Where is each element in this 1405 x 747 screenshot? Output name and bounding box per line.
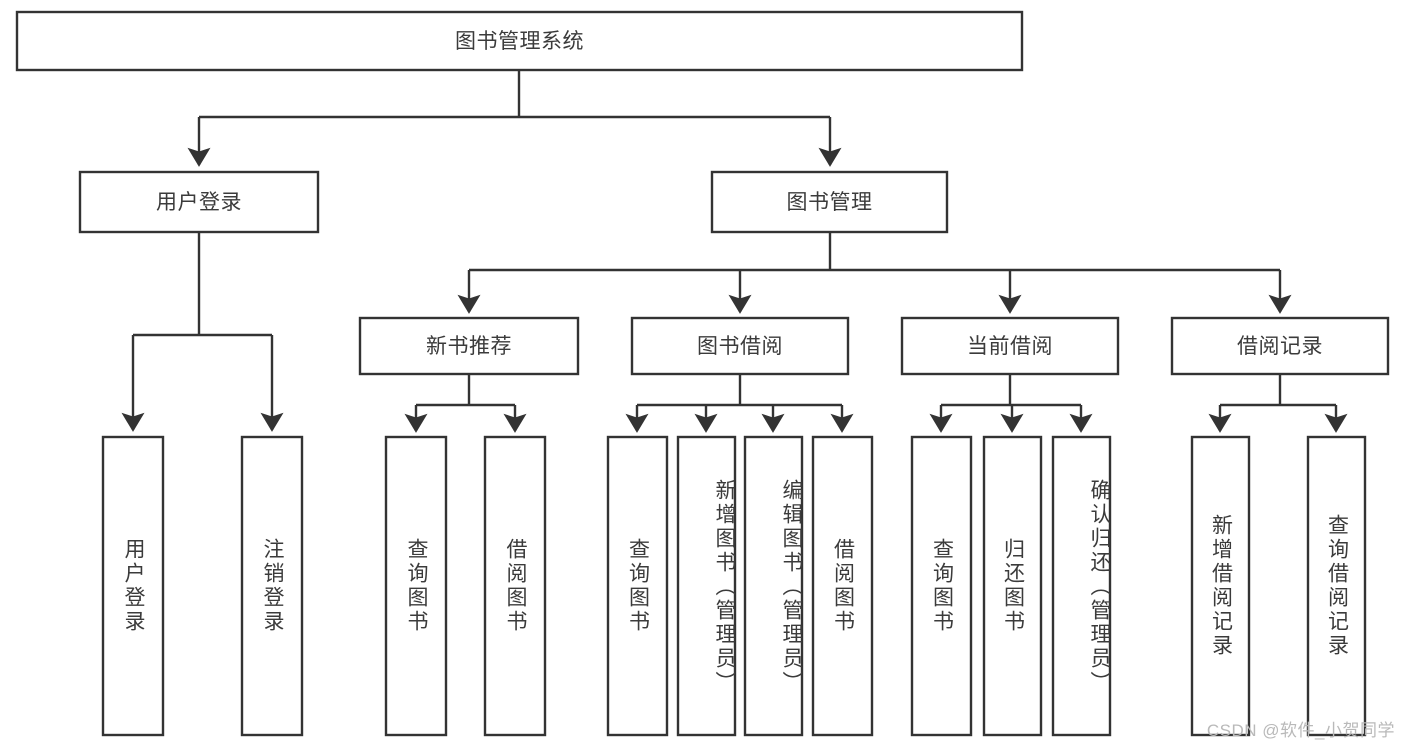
label-leaf-borrow-book-newbook: 借阅图书 (504, 538, 528, 634)
leaf-user-login[interactable] (101, 435, 165, 737)
label-leaf-confirm-return-admin: 确认归还（管理员） (1088, 479, 1110, 695)
leaf-query-book-newbook[interactable] (384, 435, 448, 737)
label-book-manage: 图书管理 (786, 190, 873, 214)
leaf-borrow-book-newbook[interactable] (483, 435, 547, 737)
label-leaf-query-borrow-record: 查询借阅记录 (1325, 514, 1349, 658)
leaf-borrow-book[interactable] (811, 435, 874, 737)
leaf-return-book[interactable] (982, 435, 1043, 737)
node-current-borrow[interactable] (900, 316, 1120, 376)
leaf-logout-login[interactable] (240, 435, 304, 737)
label-leaf-query-book-current: 查询图书 (930, 538, 954, 634)
label-leaf-return-book: 归还图书 (1001, 538, 1025, 634)
label-new-book-recommend: 新书推荐 (426, 334, 512, 358)
leaf-confirm-return-admin[interactable] (1051, 435, 1112, 737)
node-book-manage[interactable] (710, 170, 949, 234)
leaf-query-borrow-record[interactable] (1306, 435, 1367, 737)
node-book-borrow[interactable] (630, 316, 850, 376)
leaf-edit-book-admin[interactable] (743, 435, 804, 737)
label-borrow-record: 借阅记录 (1237, 334, 1323, 358)
label-leaf-edit-book-admin: 编辑图书（管理员） (780, 479, 802, 695)
label-leaf-add-borrow-record: 新增借阅记录 (1209, 514, 1233, 658)
label-leaf-logout-login: 注销登录 (261, 538, 285, 634)
leaf-add-borrow-record[interactable] (1190, 435, 1251, 737)
label-leaf-query-book-newbook: 查询图书 (405, 538, 429, 634)
label-leaf-user-login: 用户登录 (122, 538, 146, 634)
label-user-login: 用户登录 (156, 190, 242, 214)
label-leaf-borrow-book: 借阅图书 (831, 538, 855, 634)
label-leaf-query-book-borrow: 查询图书 (626, 538, 650, 634)
node-root[interactable] (15, 10, 1024, 72)
watermark-csdn: CSDN @软件_小贺同学 (1206, 721, 1395, 740)
leaf-query-book-borrow[interactable] (606, 435, 669, 737)
label-book-borrow: 图书借阅 (697, 334, 783, 358)
node-borrow-record[interactable] (1170, 316, 1390, 376)
node-new-book-recommend[interactable] (358, 316, 580, 376)
leaf-query-book-current[interactable] (910, 435, 973, 737)
label-current-borrow: 当前借阅 (967, 334, 1053, 358)
label-leaf-add-book-admin: 新增图书（管理员） (713, 479, 735, 695)
leaf-add-book-admin[interactable] (676, 435, 737, 737)
label-root: 图书管理系统 (455, 29, 584, 53)
